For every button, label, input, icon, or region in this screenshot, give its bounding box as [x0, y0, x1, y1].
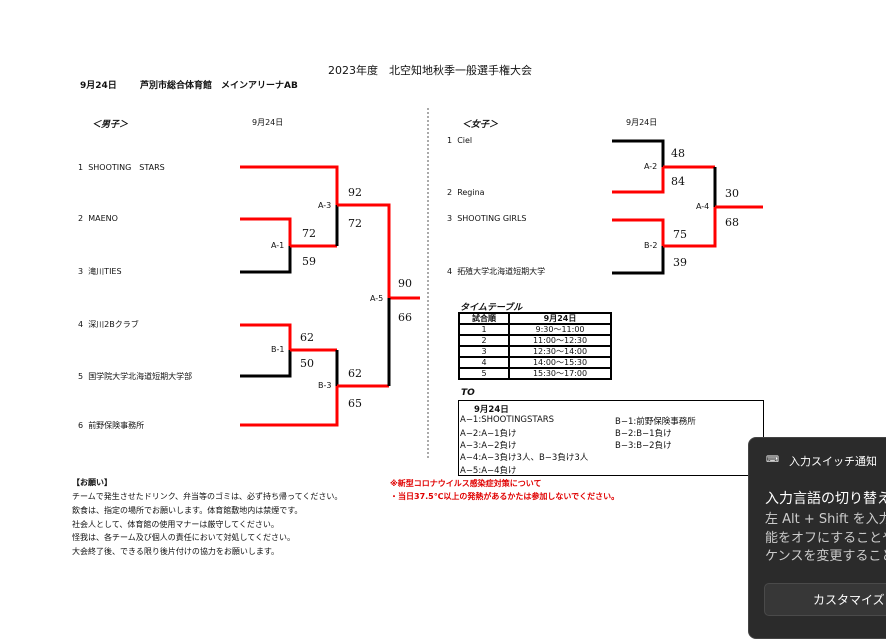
line-a3-winner — [337, 203, 420, 300]
line-w2 — [612, 167, 665, 194]
team-row: 5 国学院大学北海道短期大学部 — [78, 372, 193, 381]
line-team2 — [240, 217, 292, 246]
to-assignment: A−1:SHOOTINGSTARS — [460, 415, 555, 425]
team-row: 2 MAENO — [78, 214, 118, 223]
women-heading: ＜女子＞ — [462, 120, 499, 130]
game-label: A-5 — [370, 294, 384, 303]
line-team5 — [240, 350, 292, 378]
customize-label: カスタマイズ — [813, 593, 885, 607]
game-label: A-1 — [271, 241, 285, 250]
score: 84 — [671, 175, 685, 188]
col-header: 9月24日 — [508, 312, 612, 325]
score: 62 — [300, 331, 314, 344]
team-row: 6 前野保険事務所 — [78, 421, 145, 430]
col-header: 試合順 — [458, 312, 510, 325]
line-w4 — [612, 246, 665, 275]
toast-body-line: 左 Alt + Shift を入力 — [765, 512, 886, 527]
score: 30 — [725, 187, 739, 200]
men-date: 9月24日 — [252, 118, 284, 127]
men-heading: ＜男子＞ — [92, 120, 129, 130]
customize-button[interactable]: カスタマイズ — [764, 583, 886, 616]
score: 50 — [300, 357, 314, 370]
score: 39 — [673, 256, 687, 269]
score: 68 — [725, 216, 739, 229]
to-assignment: A−4:A−3負け3人、B−3負け3人 — [460, 453, 589, 463]
notice-line: 飲食は、指定の場所でお願いします。体育館敷地内は禁煙です。 — [72, 506, 303, 515]
score: 66 — [398, 311, 412, 324]
to-box: 9月24日 A−1:SHOOTINGSTARS A−2:A−1負け A−3:A−… — [458, 400, 764, 476]
timetable-heading: タイムテーブル — [460, 303, 523, 313]
bracket-lines — [240, 108, 763, 460]
covid-line: ・当日37.5℃以上の発熱があるかたは参加しないでください。 — [390, 492, 620, 501]
notice-heading: 【お願い】 — [72, 478, 112, 487]
line-team6 — [240, 386, 339, 427]
notice-line: 社会人として、体育館の使用マナーは厳守してください。 — [72, 520, 279, 529]
team-row: 3 滝川TIES — [78, 267, 122, 276]
team-row: 3 SHOOTING GIRLS — [447, 214, 527, 223]
to-assignment: A−5:A−4負け — [460, 466, 517, 476]
score: 72 — [302, 227, 316, 240]
line-team3 — [240, 246, 292, 274]
document-title: 2023年度 北空知地秋季一般選手権大会 — [328, 64, 532, 77]
women-date: 9月24日 — [626, 118, 658, 127]
team-row: 1 Ciel — [447, 136, 473, 145]
game-label: B-2 — [644, 241, 658, 250]
to-assignment: B−3:B−2負け — [615, 441, 672, 451]
score: 59 — [302, 255, 316, 268]
to-assignment: B−1:前野保険事務所 — [615, 417, 696, 427]
line-team1 — [240, 165, 339, 205]
toast-body-line: ケンスを変更することも — [765, 549, 886, 564]
event-date: 9月24日 — [80, 81, 117, 91]
line-w1 — [612, 139, 665, 167]
notification-toast[interactable]: ⌨ 入力スイッチ通知 入力言語の切り替え 左 Alt + Shift を入力 能… — [748, 437, 886, 639]
to-heading: TO — [461, 388, 475, 398]
score: 92 — [348, 186, 362, 199]
notice-line: チームで発生させたドリンク、弁当等のゴミは、必ず持ち帰ってください。 — [72, 492, 343, 501]
to-assignment: B−2:B−1負け — [615, 429, 672, 439]
toast-app-name: 入力スイッチ通知 — [789, 455, 877, 468]
to-assignment: A−3:A−2負け — [460, 441, 517, 451]
team-row: 2 Regina — [447, 188, 485, 197]
team-row: 4 深川2Bクラブ — [78, 320, 139, 329]
venue: 芦別市総合体育館 メインアリーナAB — [140, 81, 298, 91]
line-team4 — [240, 323, 292, 350]
covid-heading: ※新型コロナウイルス感染症対策について — [390, 479, 542, 488]
toast-body-line: 能をオフにすることや、[ — [765, 531, 886, 546]
score: 62 — [348, 367, 362, 380]
score: 65 — [348, 397, 362, 410]
game-label: B-3 — [318, 381, 332, 390]
notice-line: 怪我は、各チーム及び個人の責任において対処してください。 — [72, 533, 296, 542]
notice-line: 大会終了後、できる限り後片付けの協力をお願いします。 — [72, 547, 280, 556]
toast-title: 入力言語の切り替え — [765, 491, 886, 507]
score: 90 — [398, 277, 412, 290]
score: 72 — [348, 217, 362, 230]
score: 48 — [671, 147, 685, 160]
game-label: A-3 — [318, 201, 332, 210]
to-date: 9月24日 — [474, 405, 509, 415]
game-label: A-2 — [644, 162, 658, 171]
line-w3 — [612, 218, 665, 246]
keyboard-icon: ⌨ — [766, 455, 779, 465]
score: 75 — [673, 228, 687, 241]
team-row: 1 SHOOTING STARS — [78, 163, 165, 172]
game-label: A-4 — [696, 202, 710, 211]
team-row: 4 拓殖大学北海道短期大学 — [447, 267, 546, 276]
to-assignment: A−2:A−1負け — [460, 429, 517, 439]
game-label: B-1 — [271, 345, 285, 354]
